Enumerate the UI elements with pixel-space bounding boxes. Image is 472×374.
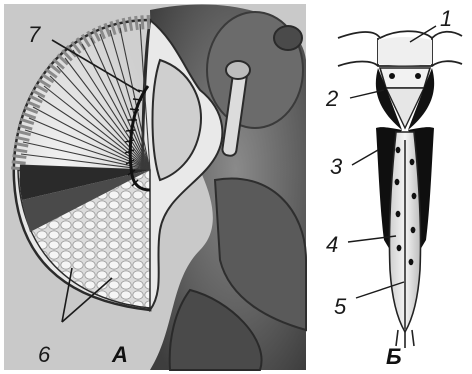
cone-nucleus-2 [415, 73, 421, 79]
panel-b-illustration: 1 2 3 4 5 Б [325, 6, 462, 369]
panel-label-a: А [111, 342, 128, 367]
label-5: 5 [334, 294, 347, 319]
ocellus [274, 26, 302, 50]
label-4: 4 [326, 232, 338, 257]
panel-a-illustration: 7 6 А [4, 4, 306, 370]
cone-nucleus-1 [389, 73, 395, 79]
cornea-top [338, 31, 462, 38]
label-7: 7 [28, 22, 41, 47]
leader-line-3 [352, 150, 378, 165]
label-6: 6 [38, 342, 51, 367]
label-1: 1 [440, 6, 452, 31]
label-2: 2 [325, 86, 338, 111]
panel-label-b: Б [386, 344, 402, 369]
label-3: 3 [330, 154, 343, 179]
antenna-socket [226, 61, 250, 79]
cone-cells [380, 68, 430, 88]
corneal-lens [378, 37, 432, 66]
